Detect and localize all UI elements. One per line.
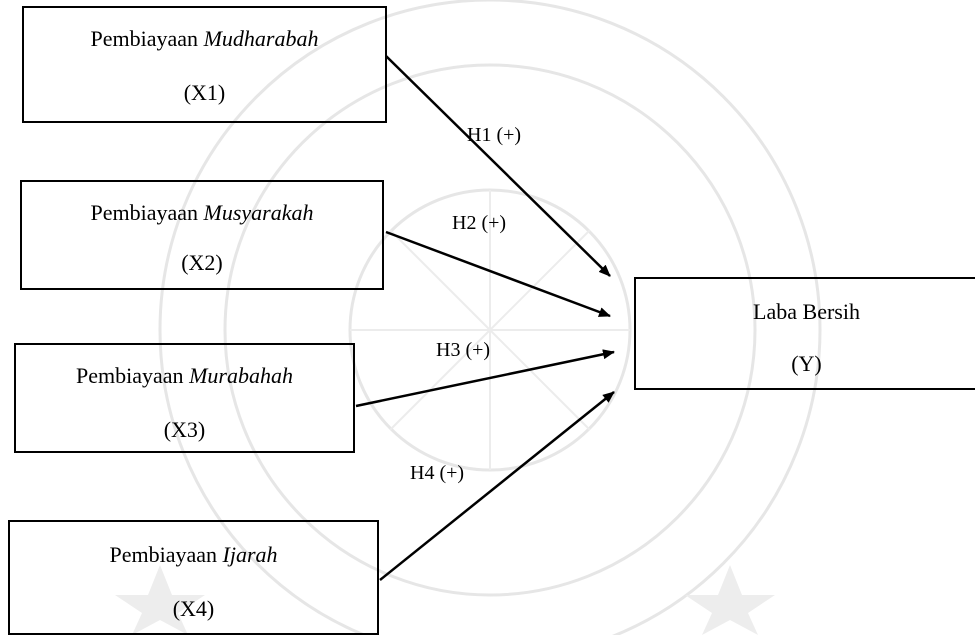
hypothesis-label-h3: H3 (+): [436, 339, 491, 361]
variable-code: (X1): [183, 80, 226, 105]
arrow-h1: [385, 55, 611, 277]
variable-label: Pembiayaan Murabahah: [76, 363, 293, 388]
dependent-code: (Y): [791, 351, 822, 376]
hypothesis-label-h2: H2 (+): [452, 212, 507, 234]
variable-label: Pembiayaan Ijarah: [109, 542, 278, 567]
variable-box-x2: Pembiayaan Musyarakah (X2): [20, 180, 384, 290]
variable-box-x3: Pembiayaan Murabahah (X3): [14, 343, 355, 453]
variable-code: (X2): [181, 250, 223, 275]
arrow-h2: [385, 230, 611, 318]
dependent-box-y: Laba Bersih (Y): [634, 277, 975, 390]
variable-code: (X3): [163, 417, 206, 442]
dependent-label: Laba Bersih: [753, 299, 860, 324]
variable-label: Pembiayaan Musyarakah: [90, 200, 314, 225]
variable-box-x4: Pembiayaan Ijarah (X4): [8, 520, 379, 635]
arrow-h4: [379, 391, 615, 581]
variable-label: Pembiayaan Mudharabah: [90, 26, 319, 51]
variable-code: (X4): [172, 596, 215, 621]
arrow-h3: [355, 349, 615, 408]
hypothesis-label-h1: H1 (+): [467, 124, 522, 146]
hypothesis-label-h4: H4 (+): [410, 462, 465, 484]
variable-box-x1: Pembiayaan Mudharabah (X1): [22, 6, 387, 123]
